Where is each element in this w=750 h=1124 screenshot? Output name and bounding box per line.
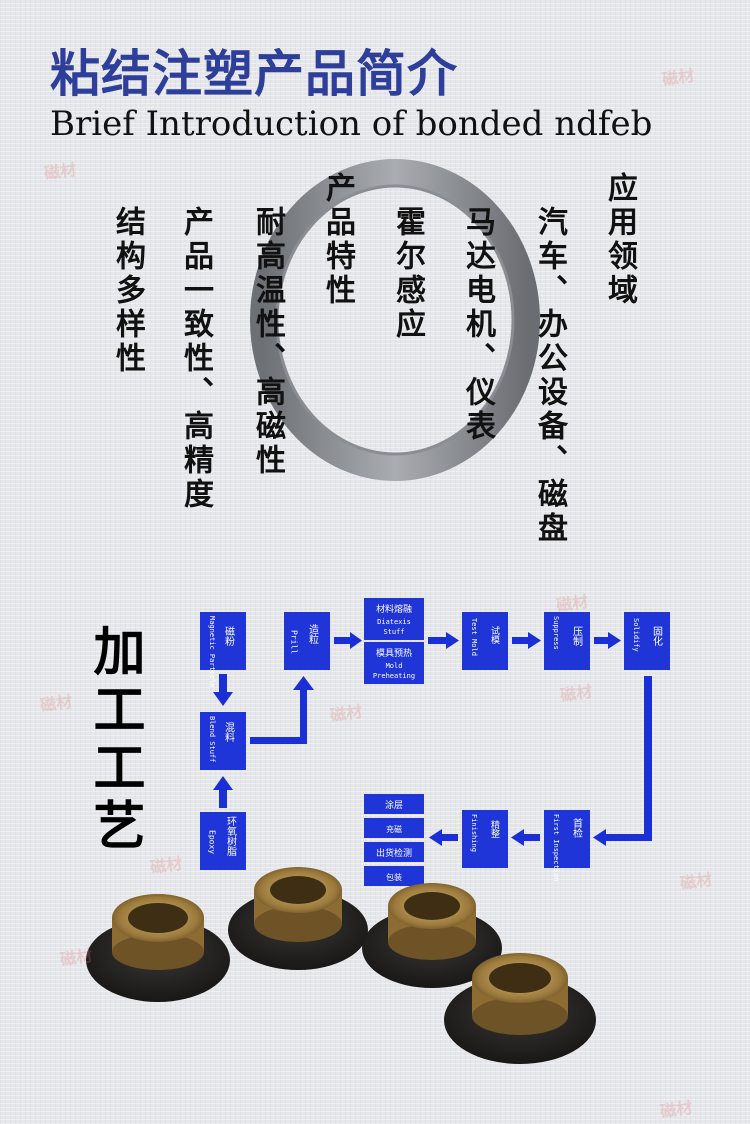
svg-text:充磁: 充磁	[386, 824, 402, 834]
bushing-magnets-image	[86, 867, 596, 1064]
box-blend: 混料 Blend Stuff	[200, 712, 246, 770]
box-test-mold: 试模 Test Mold	[462, 612, 508, 670]
svg-text:造粒: 造粒	[307, 623, 319, 645]
watermark: 磁材	[679, 869, 714, 894]
svg-text:材料熔融: 材料熔融	[376, 603, 412, 615]
application-item-3: 霍尔感应	[390, 206, 425, 342]
box-packing: 包装	[364, 866, 424, 886]
svg-text:出货检测: 出货检测	[376, 847, 412, 859]
box-solidify: 固化 Solidify	[624, 612, 670, 670]
svg-text:磁粉: 磁粉	[223, 625, 235, 647]
svg-text:Suppress: Suppress	[552, 616, 560, 650]
applications-heading: 应用领域	[602, 172, 637, 308]
svg-text:试模: 试模	[489, 625, 500, 645]
svg-text:Prill: Prill	[290, 630, 299, 654]
bushing-2	[228, 867, 368, 970]
box-first-inspection: 首检 First Inspection	[544, 810, 590, 881]
box-coating: 涂层	[364, 794, 424, 814]
feature-item-2: 产品一致性、高精度	[178, 206, 213, 512]
watermark: 磁材	[59, 945, 94, 970]
page-subtitle: Brief Introduction of bonded ndfeb	[50, 104, 653, 144]
ring-magnet-image	[250, 159, 540, 481]
svg-text:精整: 精整	[489, 819, 500, 838]
bushing-3	[362, 883, 502, 988]
watermark: 磁材	[661, 65, 696, 90]
watermark: 磁材	[39, 691, 74, 716]
bushing-1	[86, 894, 230, 1002]
svg-text:模具预热: 模具预热	[376, 647, 412, 659]
svg-text:固化: 固化	[651, 626, 663, 646]
svg-text:涂层: 涂层	[385, 799, 403, 811]
svg-text:压制: 压制	[571, 626, 583, 646]
svg-text:Epoxy: Epoxy	[208, 830, 217, 854]
box-finishing: 精整 Finishing	[462, 810, 508, 868]
watermark: 磁材	[555, 591, 590, 616]
bushing-4	[444, 953, 596, 1064]
watermark: 磁材	[43, 159, 78, 184]
features-heading: 产品特性	[320, 172, 355, 308]
svg-text:首检: 首检	[571, 817, 583, 839]
svg-text:混料: 混料	[223, 722, 235, 743]
box-prill: 造粒 Prill	[284, 612, 330, 670]
svg-text:Test Mold: Test Mold	[470, 618, 478, 656]
svg-text:Preheating: Preheating	[373, 672, 415, 680]
watermark: 磁材	[659, 1097, 694, 1122]
flow-arrows	[213, 632, 652, 846]
svg-text:Stuff: Stuff	[383, 628, 404, 636]
svg-text:Solidify: Solidify	[632, 618, 640, 652]
svg-text:包装: 包装	[386, 872, 402, 882]
watermark: 磁材	[559, 681, 594, 706]
process-flow: 磁粉 Magnetic Particle 混料 Blend Stuff 环氧树脂…	[200, 598, 670, 886]
process-label: 加工工艺	[84, 624, 144, 856]
svg-text:Diatexis: Diatexis	[377, 618, 411, 626]
svg-text:Blend Stuff: Blend Stuff	[208, 716, 216, 762]
box-suppress: 压制 Suppress	[544, 612, 590, 670]
box-charge: 充磁	[364, 818, 424, 838]
box-outgoing: 出货检测	[364, 842, 424, 862]
svg-text:环氧树脂: 环氧树脂	[225, 816, 237, 857]
svg-text:Magnetic Particle: Magnetic Particle	[208, 616, 216, 688]
application-item-1: 汽车、办公设备、磁盘	[532, 206, 567, 546]
box-magnetic: 磁粉 Magnetic Particle	[200, 612, 246, 688]
svg-text:Finishing: Finishing	[470, 814, 478, 852]
feature-item-3: 结构多样性	[110, 206, 145, 376]
box-mold-preheat: 模具预热 Mold Preheating	[364, 642, 424, 684]
box-diatexis: 材料熔融 Diatexis Stuff	[364, 598, 424, 640]
svg-text:Mold: Mold	[386, 662, 403, 670]
watermark: 磁材	[149, 853, 184, 878]
svg-text:First Inspection: First Inspection	[552, 814, 560, 881]
watermark: 磁材	[329, 701, 364, 726]
feature-item-1: 耐高温性、高磁性	[250, 206, 285, 478]
page-title: 粘结注塑产品简介	[50, 45, 458, 103]
application-item-2: 马达电机、仪表	[460, 206, 495, 444]
box-epoxy: 环氧树脂 Epoxy	[200, 812, 246, 870]
